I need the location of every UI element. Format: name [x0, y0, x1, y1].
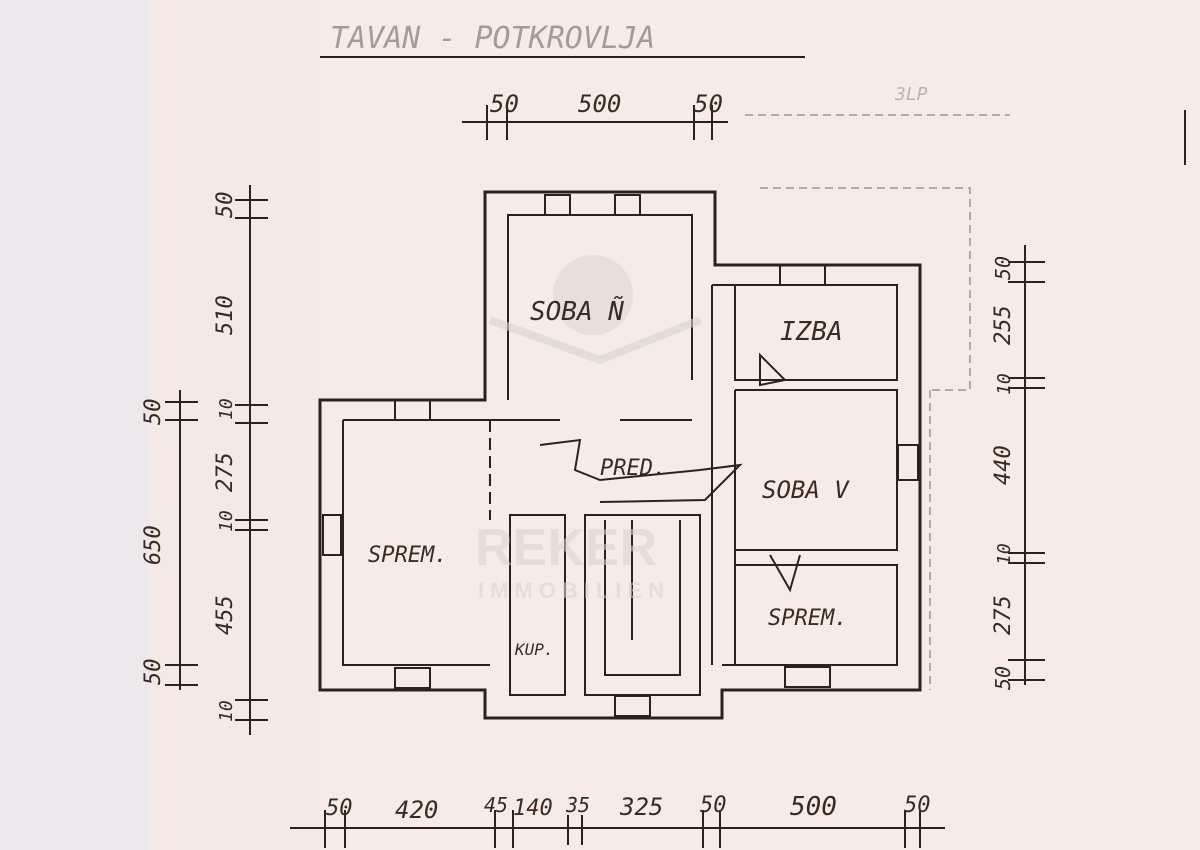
dim-label: 10	[216, 700, 237, 722]
dim-label: 10	[994, 543, 1015, 565]
left-outer-dimension: 50 510 10 275 10 455 10	[213, 185, 268, 735]
dim-label: 50	[694, 90, 723, 118]
dim-label: 650	[141, 525, 166, 565]
dim-label: 325	[619, 793, 663, 821]
lower-floor-outline	[760, 187, 971, 391]
watermark-name: REKER	[475, 519, 657, 577]
dim-label: 50	[991, 256, 1015, 280]
walls	[318, 190, 922, 720]
dim-label: 50	[141, 659, 166, 686]
dim-label: 50	[141, 399, 166, 426]
dim-label: 255	[991, 305, 1016, 345]
paper-fold	[150, 0, 320, 850]
faint-note: 3LP	[894, 84, 928, 105]
dim-label: 455	[213, 595, 238, 635]
dim-label: 35	[565, 793, 590, 817]
dim-label: 10	[216, 510, 237, 532]
dim-label: 50	[904, 793, 931, 818]
dim-label: 50	[991, 666, 1015, 690]
dim-label: 420	[395, 796, 438, 824]
room-label-sprem-left: SPREM.	[368, 543, 447, 568]
watermark: REKER IMMOBILIEN	[475, 255, 702, 603]
room-label-kup: KUP.	[514, 640, 554, 659]
dim-label: 50	[700, 793, 727, 818]
top-dimension: 50 500 50	[462, 90, 728, 140]
room-label-pred: PRED.	[600, 456, 666, 481]
room-label-sprem-right: SPREM.	[768, 606, 847, 631]
bottom-dimension: 50 420 45 140 35 325 50 500 50	[290, 792, 945, 848]
dim-label: 140	[513, 796, 553, 821]
room-label-izba: IZBA	[780, 317, 843, 347]
dim-label: 440	[991, 445, 1016, 485]
dim-label: 275	[213, 452, 238, 492]
dim-label: 45	[484, 793, 508, 817]
dim-label: 50	[326, 796, 353, 821]
right-dimension: 50 255 10 440 10 275 50	[991, 245, 1045, 690]
room-label-soba-n: SOBA Ñ	[530, 295, 624, 327]
left-inner-dimension: 50 650 50	[141, 390, 198, 690]
dim-label: 275	[991, 595, 1016, 635]
dim-label: 500	[790, 792, 837, 822]
dim-label: 510	[213, 295, 238, 335]
room-label-soba-v: SOBA V	[762, 476, 850, 504]
dim-label: 500	[578, 90, 621, 118]
dim-label: 10	[994, 373, 1015, 395]
dim-label: 50	[490, 90, 519, 118]
dim-label: 50	[213, 192, 238, 219]
watermark-sub: IMMOBILIEN	[478, 578, 670, 603]
windows	[322, 194, 919, 717]
paper-shadow	[0, 0, 150, 850]
plan-title: TAVAN - POTKROVLJA	[330, 21, 655, 56]
dim-label: 10	[216, 398, 237, 420]
